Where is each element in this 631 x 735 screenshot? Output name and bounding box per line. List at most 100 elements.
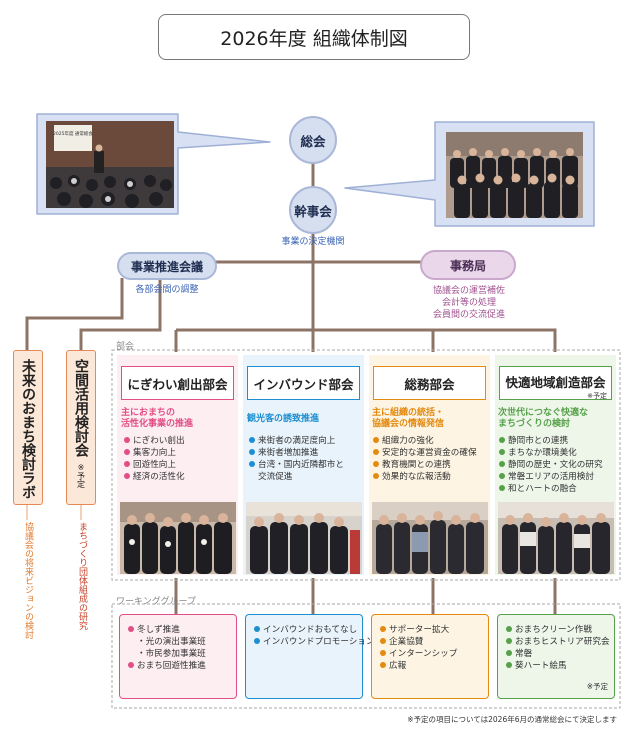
item-text: 回遊性向上 (133, 460, 176, 470)
secretariat-subtitle-line: 会計等の処理 (441, 298, 496, 308)
future-omachi-lab-note: 協議会の将来ビジョンの検討 (23, 522, 33, 639)
item-text: 来街者の満足度向上 (258, 436, 336, 446)
item-text: サポーター拡大 (389, 625, 450, 635)
lead-line: 活性化事業の推進 (121, 419, 194, 429)
wg-inbound: インバウンドおもてなし インバウンドプロモーション (245, 614, 375, 699)
bullet-icon (499, 461, 505, 467)
business-promotion-council-subtitle: 各部会間の調整 (135, 285, 199, 295)
dept-inbound-items: 来街者の満足度向上 来街者増加推進 台湾・国内近隣都市と 交流促進 (249, 435, 344, 483)
dept-kaiteki-items: 静岡市との連携 まちなか環境美化 静岡の歴史・文化の研究 常磐エリアの活用検討 … (499, 435, 603, 495)
item-text: おまちヒストリア研究会 (515, 637, 610, 647)
item-text: インバウンドプロモーション (263, 637, 375, 647)
dept-inbound-lead: 観光客の誘致推進 (247, 414, 319, 425)
bullet-icon (506, 626, 512, 632)
steering-committee-node: 幹事会 (289, 186, 337, 234)
item-text: 企業協賛 (389, 637, 424, 647)
bullet-icon (499, 473, 505, 479)
list-item: ・光の演出事業班 (128, 636, 228, 648)
item-text: ・市民参加事業班 (137, 649, 206, 659)
secretariat-subtitle-line: 会員間の交流促進 (432, 310, 505, 320)
dept-somu-photo (372, 502, 488, 574)
lead-line: 観光客の誘致推進 (247, 414, 320, 424)
list-item: 安定的な運営資金の確保 (373, 447, 477, 459)
meeting-banner-text: 2025年度 通常総会 (53, 130, 93, 137)
wg-kaiteki-planned-tag: ※予定 (586, 682, 608, 691)
business-promotion-council: 事業推進会議 (117, 252, 217, 280)
bullet-icon (249, 461, 255, 467)
item-text: 教育機関との連携 (382, 460, 451, 470)
item-text: 来街者増加推進 (258, 448, 319, 458)
list-item: ・市民参加事業班 (128, 648, 228, 660)
space-utilization-council: 空間活用検討会 ※予定 (66, 350, 96, 505)
list-item: 組織力の強化 (373, 435, 477, 447)
item-text: 冬しず推進 (137, 625, 180, 635)
bullet-icon (254, 626, 260, 632)
lead-line: 次世代につなぐ快適な (498, 408, 589, 418)
bullet-icon (124, 449, 130, 455)
list-item: 来街者増加推進 (249, 447, 344, 459)
dept-kaiteki-lead: 次世代につなぐ快適な まちづくりの検討 (498, 408, 588, 430)
list-item: 静岡の歴史・文化の研究 (499, 459, 603, 471)
item-text: おまちクリーン作戦 (515, 625, 592, 635)
list-item: 冬しず推進 (128, 624, 228, 636)
item-text: 組織力の強化 (382, 436, 434, 446)
bullet-icon (373, 473, 379, 479)
space-utilization-council-note: まちづくり団体組成の研究 (77, 522, 87, 630)
list-item: 集客力向上 (124, 447, 185, 459)
list-item: おまちクリーン作戦 (506, 624, 606, 636)
list-item: インバウンドおもてなし (254, 624, 358, 636)
dept-kaiteki-photo (498, 502, 614, 574)
item-text: 常磐 (515, 649, 533, 659)
bullet-icon (499, 485, 505, 491)
space-utilization-council-label: 空間活用検討会 (73, 359, 89, 457)
bullet-icon (249, 437, 255, 443)
list-item: 静岡市との連携 (499, 435, 603, 447)
item-text: 集客力向上 (133, 448, 176, 458)
list-item: 回遊性向上 (124, 459, 185, 471)
bullet-icon (499, 449, 505, 455)
footnote: ※予定の項目については2026年6月の通常総会にて決定します (407, 715, 617, 724)
lead-line: 主におまちの (121, 408, 176, 418)
wg-nigiwai: 冬しず推進 ・光の演出事業班 ・市民参加事業班 おまち回遊性推進 (119, 614, 237, 699)
bullet-icon (373, 449, 379, 455)
list-item: インターンシップ (380, 648, 480, 660)
list-item: 常磐エリアの活用検討 (499, 471, 603, 483)
list-item: 効果的な広報活動 (373, 471, 477, 483)
bullet-icon (124, 473, 130, 479)
dept-inbound-title: インバウンド部会 (247, 366, 360, 400)
list-item: 葵ハート絵馬 (506, 660, 606, 672)
list-item: にぎわい創出 (124, 435, 185, 447)
bullet-icon (506, 662, 512, 668)
lead-line: 協議会の情報発信 (372, 419, 445, 429)
group-photo (446, 132, 583, 218)
wg-somu: サポーター拡大 企業協賛 インターンシップ 広報 (371, 614, 489, 699)
item-text: 常磐エリアの活用検討 (508, 472, 594, 482)
list-item: 企業協賛 (380, 636, 480, 648)
bullet-icon (380, 650, 386, 656)
list-item: インバウンドプロモーション (254, 636, 375, 648)
item-text: 和とハートの融合 (508, 484, 577, 494)
list-item: 台湾・国内近隣都市と (249, 459, 344, 471)
working-group-label: ワーキンググループ (116, 597, 197, 607)
list-item: 来街者の満足度向上 (249, 435, 344, 447)
dept-somu-title: 総務部会 (373, 366, 486, 400)
bullet-icon (506, 650, 512, 656)
lead-line: 主に組織の統括・ (372, 408, 445, 418)
dept-inbound-photo (246, 502, 362, 574)
bullet-icon (254, 638, 260, 644)
bullet-icon (373, 461, 379, 467)
bullet-icon (506, 638, 512, 644)
page-title: 2026年度 組織体制図 (158, 14, 470, 60)
secretariat-subtitle-line: 協議会の運営補佐 (432, 286, 505, 296)
item-text: まちなか環境美化 (508, 448, 577, 458)
dept-nigiwai-title: にぎわい創出部会 (121, 366, 234, 400)
item-text: 台湾・国内近隣都市と (258, 460, 344, 470)
bullet-icon (373, 437, 379, 443)
item-text: インターンシップ (389, 649, 458, 659)
item-text: インバウンドおもてなし (263, 625, 358, 635)
list-item: おまちヒストリア研究会 (506, 636, 610, 648)
list-item: 交流促進 (249, 471, 344, 483)
list-item: サポーター拡大 (380, 624, 480, 636)
bullet-icon (128, 662, 134, 668)
item-text: 交流促進 (258, 472, 293, 482)
